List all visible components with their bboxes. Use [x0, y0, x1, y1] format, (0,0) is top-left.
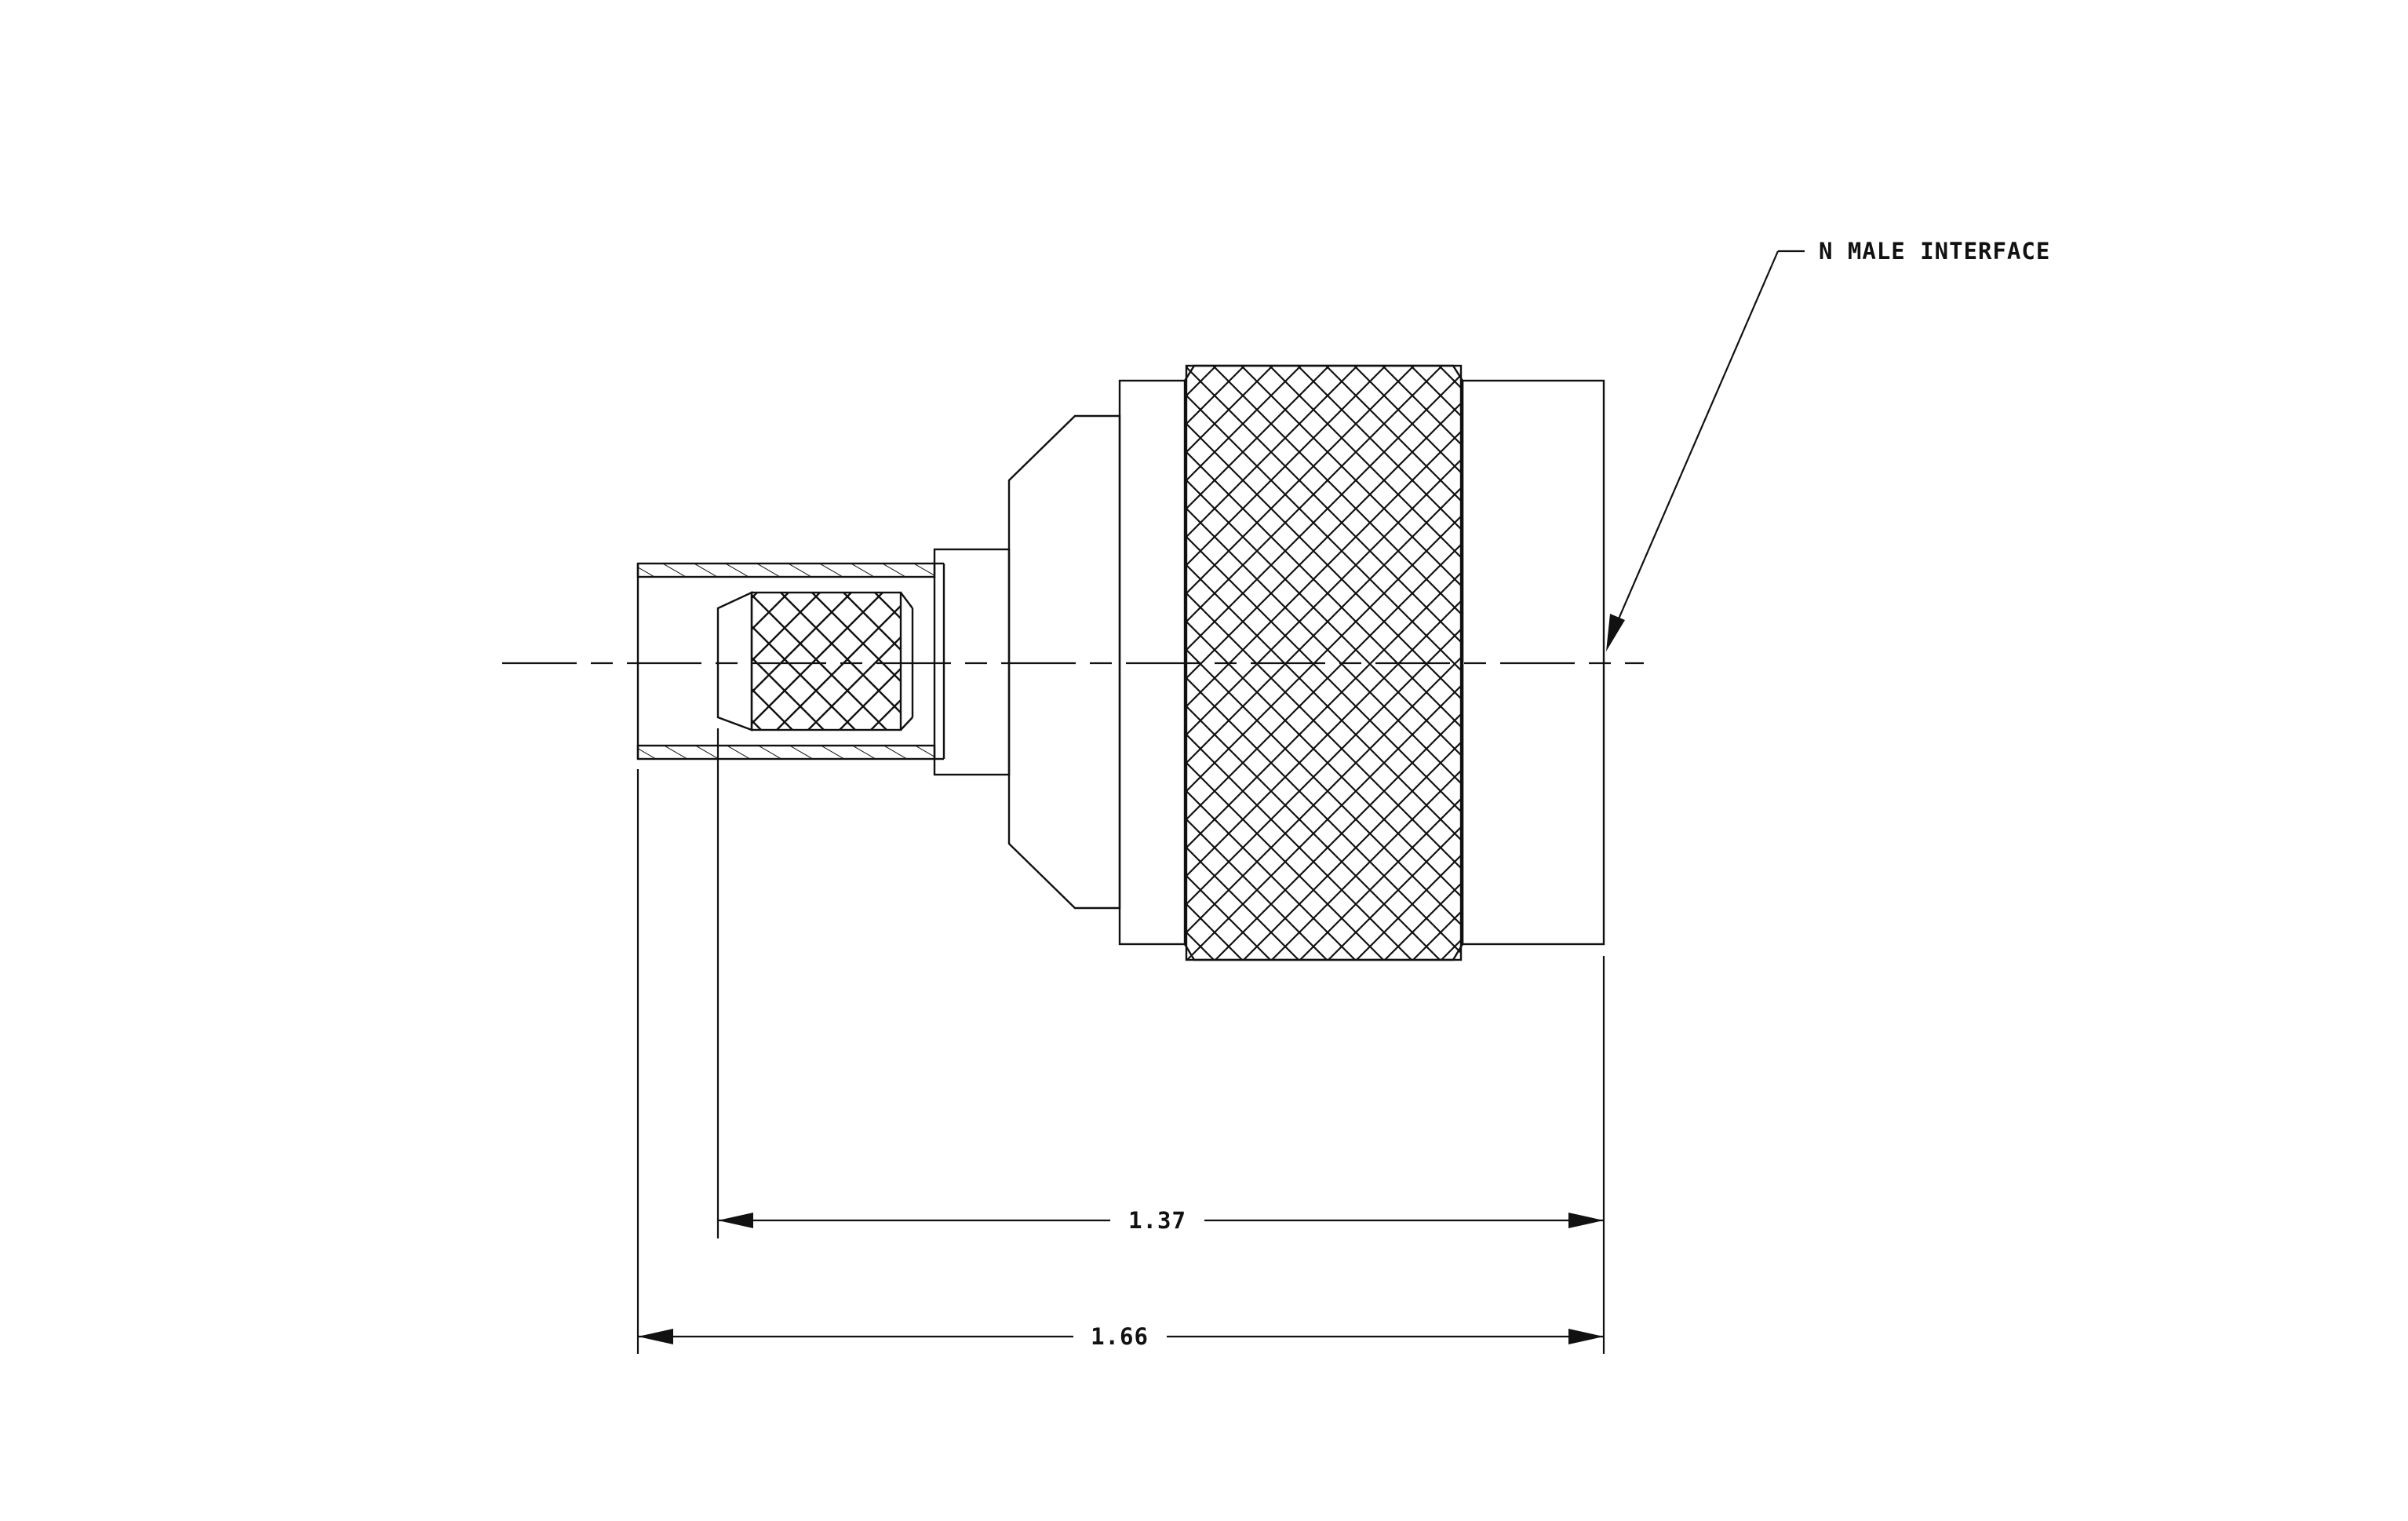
dimension-inner: 1.37	[718, 1207, 1604, 1234]
dimension-overall: 1.66	[638, 1323, 1604, 1350]
dimension-label-inner: 1.37	[1128, 1207, 1186, 1234]
dimension-label-overall: 1.66	[1091, 1323, 1149, 1350]
center-pin	[716, 591, 914, 731]
callout-leader: N MALE INTERFACE	[1606, 238, 2050, 651]
rear-body	[933, 548, 1011, 776]
callout-label: N MALE INTERFACE	[1819, 238, 2050, 264]
tapered-body	[1007, 414, 1121, 910]
extension-lines	[636, 728, 1605, 1354]
